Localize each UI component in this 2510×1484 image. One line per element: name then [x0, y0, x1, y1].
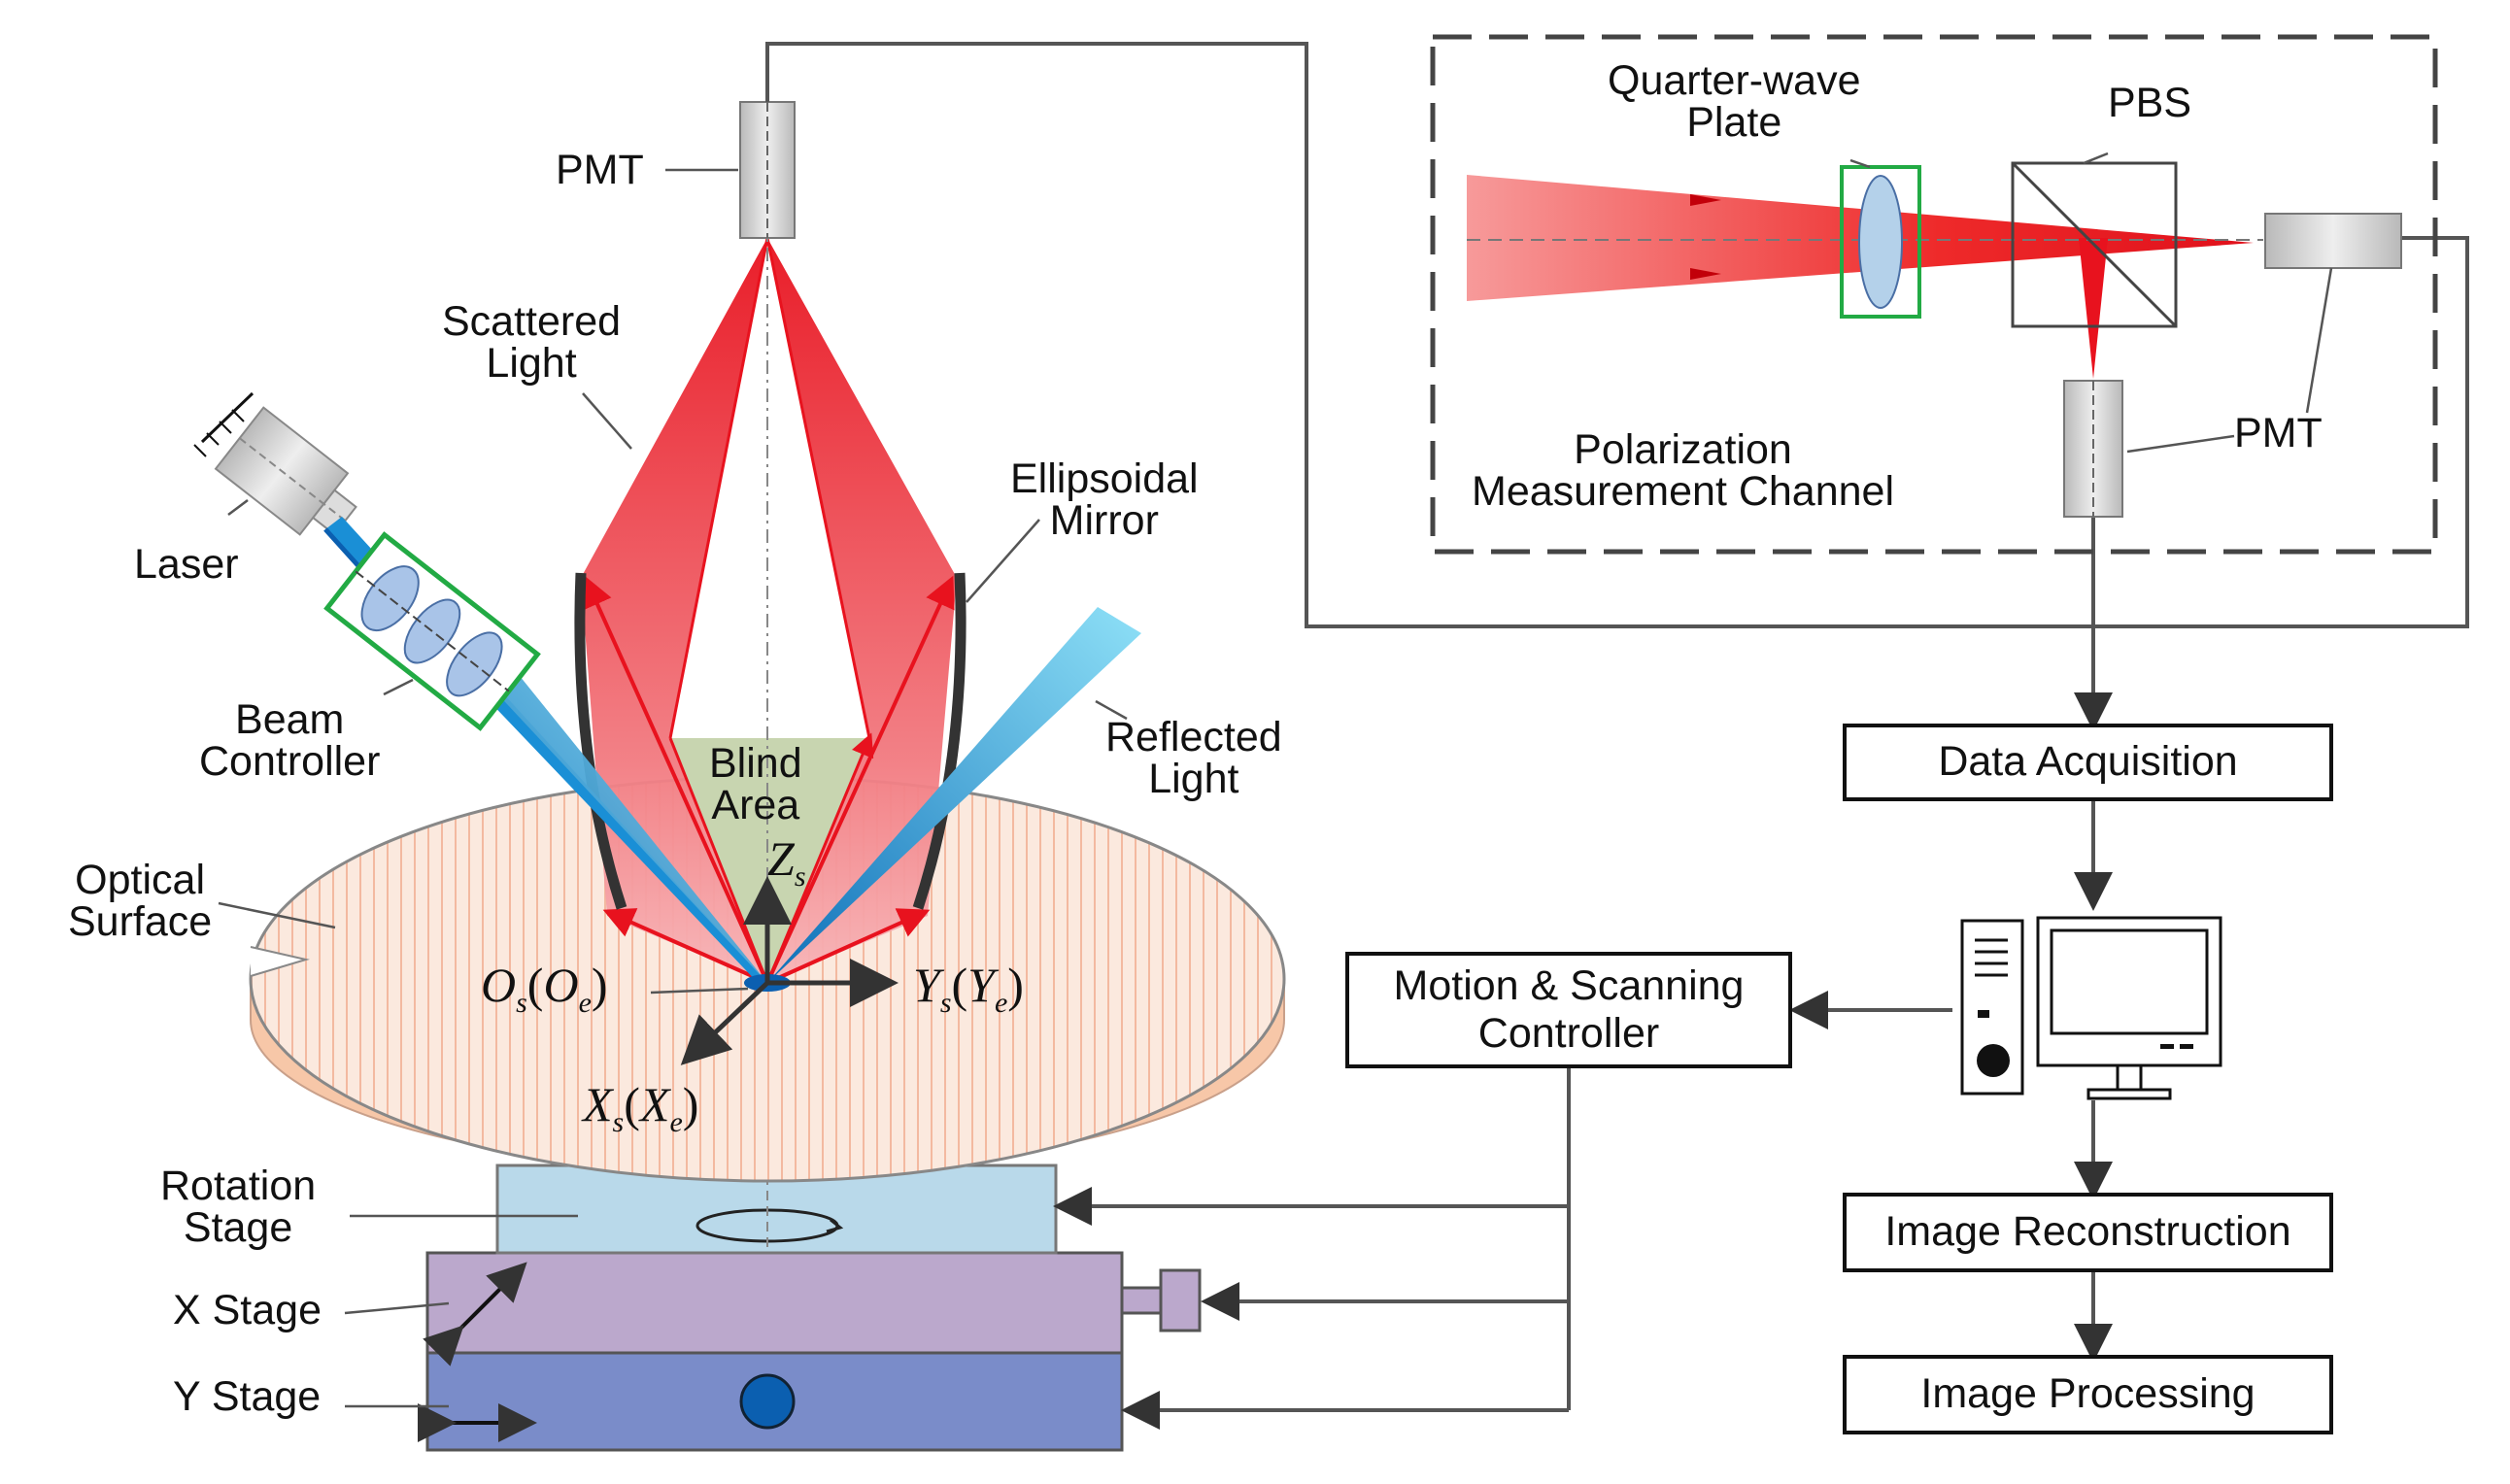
pmt-right-horizontal [2264, 213, 2402, 269]
blind-area [670, 738, 869, 983]
polarization-channel-frame [1430, 34, 2438, 555]
image-processing-block: Image Processing [1843, 1355, 2333, 1434]
pmt-right-label: PMT [2234, 410, 2323, 456]
beam-controller [323, 531, 541, 731]
beam-controller-label: Beam Controller [199, 696, 381, 785]
signal-lines [765, 42, 2469, 714]
laser-label: Laser [134, 541, 239, 588]
blind-area-label: Blind Area [709, 740, 802, 828]
ellipsoidal-mirror [574, 572, 967, 910]
pbs [2011, 161, 2178, 328]
motion-controller-block: Motion & Scanning Controller [1345, 952, 1792, 1068]
laser [193, 391, 357, 536]
ellipsoidal-mirror-label: Ellipsoidal Mirror [1010, 455, 1199, 544]
os-oe-label: Os(Oe) [481, 958, 608, 1019]
zs-label: Zs [767, 831, 806, 893]
y-stage-label: Y Stage [173, 1373, 322, 1420]
polarization-channel-label: Polarization Measurement Channel [1472, 426, 1895, 515]
pbs-label: PBS [2108, 80, 2192, 126]
x-stage [423, 1251, 1202, 1366]
y-stage [418, 1351, 1124, 1452]
scattered-light [581, 237, 957, 985]
quarter-wave-plate-label: Quarter-wave Plate [1608, 57, 1861, 146]
flow-arrows [1053, 801, 2113, 1430]
coordinate-axes [680, 876, 899, 1065]
reflected-light-label: Reflected Light [1105, 714, 1282, 802]
reflected-light [767, 607, 1141, 983]
scattered-light-label: Scattered Light [442, 298, 622, 387]
image-reconstruction-block: Image Reconstruction [1843, 1193, 2333, 1272]
quarter-wave-plate [1840, 165, 1921, 319]
xs-xe-label: Xs(Xe) [583, 1077, 699, 1138]
pmt-top [739, 101, 796, 239]
x-stage-label: X Stage [173, 1287, 322, 1333]
computer [1960, 916, 2222, 1100]
ys-ye-label: Ys(Ye) [913, 958, 1024, 1019]
leader-lines [218, 152, 2333, 1408]
data-acquisition-block: Data Acquisition [1843, 724, 2333, 801]
pmt-top-label: PMT [556, 147, 644, 193]
optical-surface-label: Optical Surface [68, 857, 213, 945]
rotation-stage-label: Rotation Stage [160, 1163, 317, 1251]
pmt-right-vertical [2063, 380, 2123, 518]
